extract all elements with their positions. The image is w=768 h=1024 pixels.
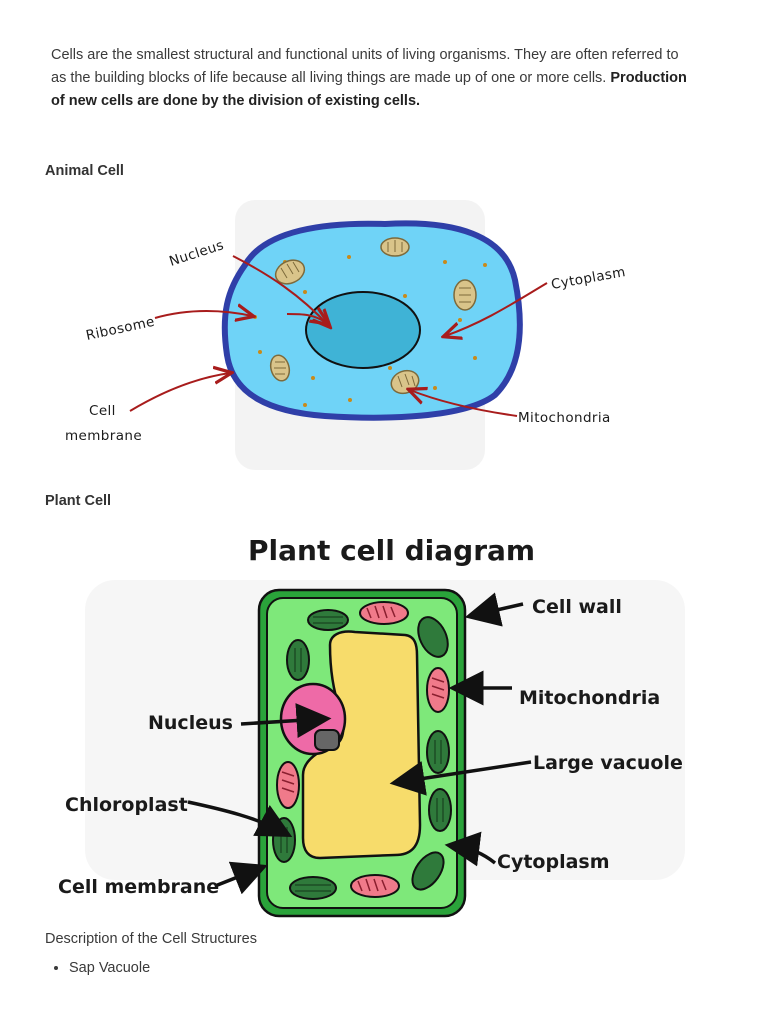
plant-label-cell-wall: Cell wall	[532, 596, 622, 618]
cell-wall-arrow	[464, 592, 524, 627]
intro-text: Cells are the smallest structural and fu…	[51, 47, 679, 86]
animal-label-nucleus: Nucleus	[167, 237, 226, 270]
plant-mitochondria	[276, 601, 450, 898]
animal-cell-diagram: Nucleus Ribosome Cell membrane Cytoplasm…	[65, 200, 627, 470]
plant-diagram-title: Plant cell diagram	[248, 534, 535, 567]
ribosome-arrow	[154, 311, 252, 318]
plant-chloroplasts	[272, 609, 452, 900]
cytoplasm-arrow	[445, 282, 548, 336]
animal-nucleus-shape	[305, 291, 421, 369]
nucleus-arrow-2	[286, 314, 327, 323]
animal-label-cell-membrane-line1: Cell	[89, 403, 116, 419]
plant-nucleolus	[314, 729, 340, 751]
intro-paragraph: Cells are the smallest structural and fu…	[51, 44, 691, 113]
membrane-arrow	[129, 373, 230, 412]
animal-label-cytoplasm: Cytoplasm	[550, 264, 627, 293]
plant-label-chloroplast: Chloroplast	[65, 794, 188, 816]
vacuole-arrow	[389, 760, 532, 796]
animal-label-ribosome: Ribosome	[85, 314, 157, 344]
description-heading: Description of the Cell Structures	[45, 931, 257, 947]
animal-cell-heading: Animal Cell	[45, 163, 124, 179]
animal-label-cell-membrane-line2: membrane	[65, 428, 142, 444]
plant-annotation-arrows	[187, 592, 532, 895]
membrane-arrow	[214, 861, 268, 895]
description-list: Sap Vacuole	[50, 960, 150, 976]
plant-label-cytoplasm: Cytoplasm	[497, 851, 610, 873]
plant-label-mitochondria: Mitochondria	[519, 687, 660, 709]
mitochondria-arrow	[410, 390, 518, 417]
list-item: Sap Vacuole	[69, 960, 150, 976]
plant-label-large-vacuole: Large vacuole	[533, 752, 683, 774]
plant-cell-heading: Plant Cell	[45, 493, 112, 509]
nucleus-arrow	[240, 703, 332, 738]
annotation-arrows	[129, 255, 548, 417]
plant-cell-diagram: Plant cell diagram	[58, 534, 685, 918]
plant-label-nucleus: Nucleus	[148, 712, 233, 734]
intro-bold-text: Production of new cells are done by the …	[51, 70, 687, 109]
cytoplasm-arrow	[444, 831, 497, 867]
animal-label-mitochondria: Mitochondria	[518, 410, 611, 426]
chloroplast-arrow	[187, 800, 293, 837]
ribosome-dots	[253, 255, 487, 407]
plant-label-cell-membrane: Cell membrane	[58, 876, 219, 898]
